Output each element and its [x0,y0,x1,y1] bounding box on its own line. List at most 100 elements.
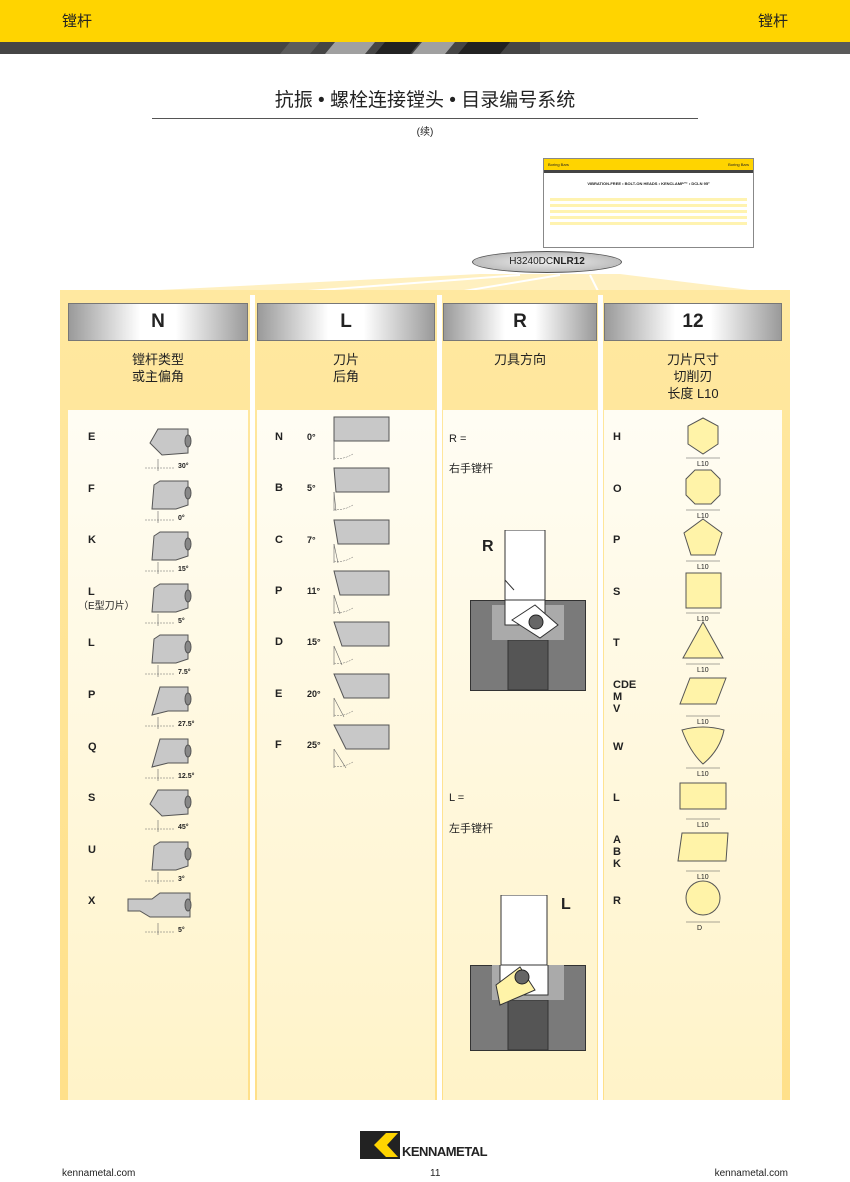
clearance-code: F [275,739,282,751]
lead-code: U [88,844,96,856]
lead-note: （E型刀片） [78,601,135,612]
lead-angle-diagram [127,892,192,918]
lead-code: P [88,689,96,701]
thumb-right: Boring Bars [728,162,749,167]
lead-angle-diagram [151,583,192,613]
clearance-code: D [275,636,283,648]
lead-code: S [88,792,96,804]
footer-url-right: kennametal.com [714,1168,788,1179]
clearance-diagram [333,724,390,769]
section-label-right: 镗杆 [757,13,788,30]
part-suffix: NLR12 [553,256,585,267]
right-hand-label: R = [449,433,467,445]
column-header-R: R [443,303,597,341]
lead-code: K [88,534,96,546]
column-subtitle: 刀片 [332,352,359,367]
page-number: 11 [430,1168,441,1179]
insert-shape-rectangle [679,782,727,820]
left-hand-bar [500,895,548,965]
size-code: L [613,792,620,804]
part-number-callout: H3240DCNLR12 [472,251,622,273]
clearance-angle: 11° [307,586,321,596]
insert-shape-circle [685,880,721,923]
insert-shape-trigon [681,726,725,769]
right-hand-text: 右手镗杆 [449,463,493,475]
lead-angle-value: 12.5° [178,773,195,780]
clearance-angle: 20° [307,689,321,699]
lead-angle-dimension [145,665,175,677]
part-prefix: H3240DC [509,256,554,267]
lead-angle-diagram [151,686,192,716]
continued-note: (续) [416,127,434,138]
clearance-diagram [333,673,390,718]
lead-code: X [88,895,96,907]
clearance-code: P [275,585,283,597]
lead-code: L [88,637,95,649]
left-hand-text: 左手镗杆 [449,823,493,835]
decorative-stripe [0,42,850,54]
left-hand-label: L = [449,792,465,804]
insert-shape-triangle [682,620,724,665]
size-dim: L10 [697,771,709,778]
clearance-diagram [333,570,390,615]
lead-angle-value: 3° [178,876,185,883]
lead-angle-diagram [151,841,192,871]
lead-angle-dimension [145,562,175,574]
lead-angle-diagram [151,634,192,664]
insert-shape-hexagon [686,417,720,459]
clearance-code: C [275,534,283,546]
size-code: A B K [613,834,621,870]
lead-angle-dimension [145,459,175,471]
lead-code: Q [88,741,97,753]
clearance-angle: 25° [307,740,321,750]
insert-shape-square [685,572,722,614]
brand-name: KENNAMETAL [402,1144,488,1159]
insert-shape-pentagon [683,518,723,562]
size-dim: L10 [697,461,709,468]
page-title: 抗振 • 螺栓连接镗头 • 目录编号系统 [274,90,576,111]
column-header-L: L [257,303,435,341]
column-subtitle: 刀具方向 [493,352,546,367]
lead-angle-value: 5° [178,927,185,934]
thumb-heading: VIBRATION-FREE • BOLT-ON HEADS • KENCLAM… [587,181,710,186]
column-divider [598,295,603,1100]
size-dim: L10 [697,667,709,674]
column-divider [437,295,442,1100]
clearance-code: N [275,431,283,443]
clearance-diagram [333,467,390,512]
size-code: R [613,895,621,907]
lead-angle-diagram [149,789,192,817]
lead-angle-dimension [145,769,175,781]
clearance-code: B [275,482,283,494]
lead-angle-dimension [145,872,175,884]
lead-angle-value: 5° [178,618,185,625]
lead-angle-diagram [151,480,192,510]
footer-url-left: kennametal.com [62,1168,136,1179]
size-dim: D [697,925,703,932]
column-subtitle: 切削刃 [673,369,713,384]
size-dim: L10 [697,616,709,623]
insert-shape-octagon [685,469,721,511]
right-hand-boring-diagram [470,600,586,691]
lead-code: F [88,483,95,495]
title-rule [152,118,698,119]
column-subtitle: 或主偏角 [131,369,184,384]
right-hand-bar [504,530,546,600]
clearance-diagram [333,519,390,564]
lead-angle-dimension [145,717,175,729]
size-code: H [613,431,621,443]
column-header-N: N [68,303,248,341]
left-hand-boring-diagram [470,965,586,1051]
clearance-angle: 15° [307,637,321,647]
column-subtitle: 后角 [332,369,359,384]
size-dim: L10 [697,564,709,571]
size-code: T [613,637,620,649]
lead-angle-diagram [151,531,192,561]
clearance-code: E [275,688,283,700]
size-dim: L10 [697,513,709,520]
column-subtitle: 刀片尺寸 [666,352,719,367]
lead-code: L [88,586,95,598]
clearance-diagram [333,621,390,666]
size-dim: L10 [697,874,709,881]
